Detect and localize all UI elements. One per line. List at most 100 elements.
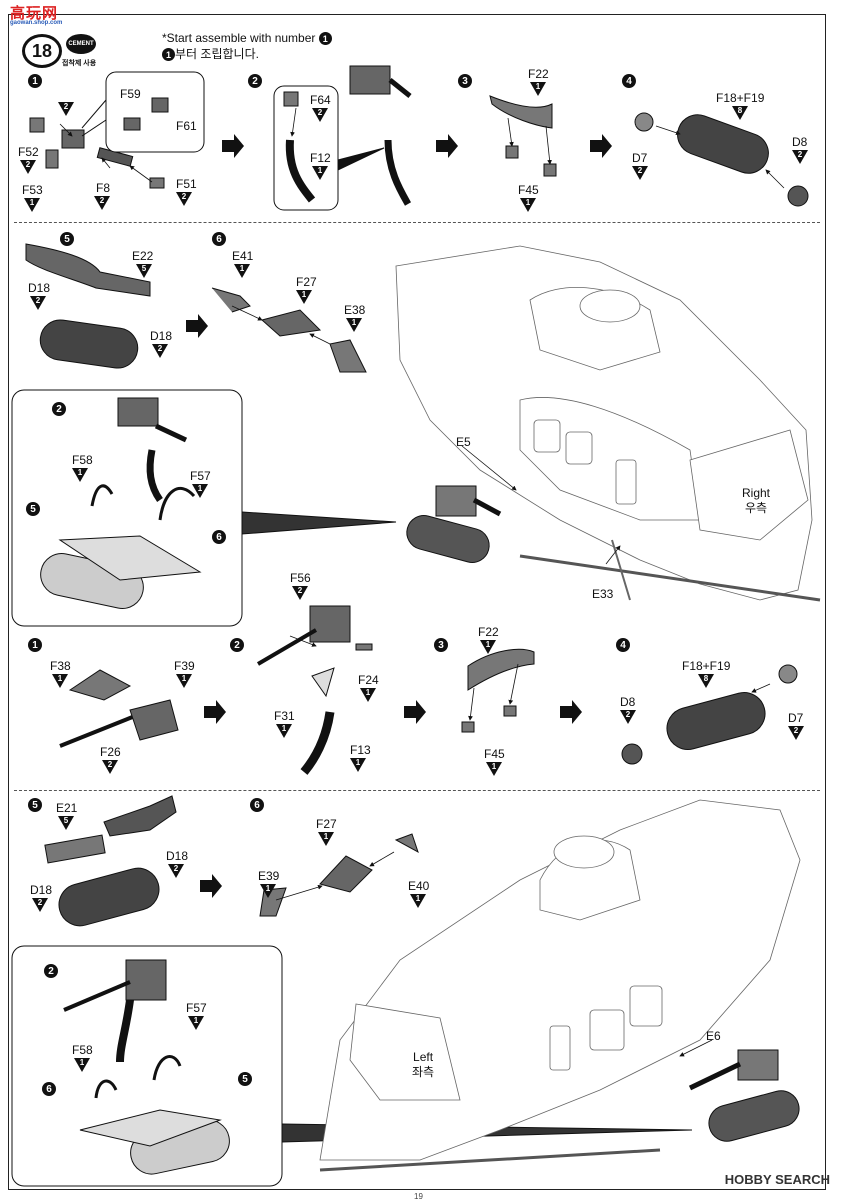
sub-ref-6-left: 6 <box>42 1082 56 1096</box>
qty-marker: 1 <box>192 484 208 498</box>
separator <box>14 790 820 791</box>
qty-marker: 2 <box>20 160 36 174</box>
part-label: D8 <box>792 135 808 149</box>
part-label: F24 <box>358 673 379 687</box>
part-label: D8 <box>620 695 636 709</box>
qty-marker: 8 <box>732 106 748 120</box>
sub-ref-5-left: 5 <box>238 1072 252 1086</box>
cement-caption: 접착제 사용 <box>62 60 97 67</box>
part-label: D18 <box>30 883 53 897</box>
part-label: E21 <box>56 801 78 815</box>
part-label: F13 <box>350 743 371 757</box>
part-label: D18 <box>28 281 51 295</box>
part-label: F59 <box>120 87 141 101</box>
qty-marker: 1 <box>530 82 546 96</box>
part-label: E38 <box>344 303 366 317</box>
part-label: E41 <box>232 249 254 263</box>
part-label: F18+F19 <box>682 659 731 673</box>
part-label: F8 <box>96 181 111 195</box>
part-label: F61 <box>176 119 197 133</box>
hobbysearch-watermark: HOBBY SEARCH <box>724 1172 830 1187</box>
part-label: D7 <box>632 151 648 165</box>
qty-marker: 2 <box>94 196 110 210</box>
qty-marker: 1 <box>350 758 366 772</box>
page-number: 19 <box>414 1192 423 1201</box>
qty-marker: 1 <box>318 832 334 846</box>
page-frame <box>8 14 826 1190</box>
part-label: F45 <box>518 183 539 197</box>
part-label: F31 <box>274 709 295 723</box>
qty-marker: 2 <box>176 192 192 206</box>
part-label: E39 <box>258 869 280 883</box>
qty-marker: 2 <box>32 898 48 912</box>
qty-marker: 2 <box>292 586 308 600</box>
part-label: F45 <box>484 747 505 761</box>
qty-marker: 2 <box>632 166 648 180</box>
sub-ref-6: 6 <box>212 530 226 544</box>
part-label: F27 <box>296 275 317 289</box>
qty-marker: 2 <box>30 296 46 310</box>
part-label: F57 <box>186 1001 207 1015</box>
part-label: F51 <box>176 177 197 191</box>
part-label: F12 <box>310 151 331 165</box>
step-badge: 18 <box>22 34 62 68</box>
qty-marker: 2 <box>788 726 804 740</box>
part-label: E5 <box>456 435 471 449</box>
qty-marker: 1 <box>24 198 40 212</box>
part-label: F26 <box>100 745 121 759</box>
sub-ref-5: 5 <box>26 502 40 516</box>
qty-marker: 2 <box>792 150 808 164</box>
part-label: E33 <box>592 587 614 601</box>
part-label: F58 <box>72 453 93 467</box>
qty-marker: 1 <box>520 198 536 212</box>
part-label: F39 <box>174 659 195 673</box>
part-label: F52 <box>18 145 39 159</box>
step-4-right: 4 <box>622 74 636 88</box>
qty-marker: 1 <box>486 762 502 776</box>
part-label: D18 <box>166 849 189 863</box>
part-label: F56 <box>290 571 311 585</box>
qty-marker: 2 <box>312 108 328 122</box>
qty-marker: 2 <box>102 760 118 774</box>
part-label: D7 <box>788 711 804 725</box>
qty-marker: 5 <box>136 264 152 278</box>
step-5-right: 5 <box>60 232 74 246</box>
qty-marker: 1 <box>480 640 496 654</box>
qty-marker: 1 <box>74 1058 90 1072</box>
part-label: F22 <box>528 67 549 81</box>
qty-marker: 1 <box>296 290 312 304</box>
step-5-left: 5 <box>28 798 42 812</box>
qty-marker: 2 <box>620 710 636 724</box>
part-label: F18+F19 <box>716 91 765 105</box>
part-label: E22 <box>132 249 154 263</box>
part-label: E40 <box>408 879 430 893</box>
part-label: F22 <box>478 625 499 639</box>
part-label: F58 <box>72 1043 93 1057</box>
step-6-left: 6 <box>250 798 264 812</box>
qty-marker: 1 <box>312 166 328 180</box>
qty-marker: 2 <box>58 102 74 116</box>
sub-ref-2-left: 2 <box>44 964 58 978</box>
part-label: F64 <box>310 93 331 107</box>
part-label: F57 <box>190 469 211 483</box>
qty-marker: 1 <box>276 724 292 738</box>
sub-ref-2: 2 <box>52 402 66 416</box>
step-3-right: 3 <box>458 74 472 88</box>
qty-marker: 5 <box>58 816 74 830</box>
qty-marker: 1 <box>52 674 68 688</box>
part-label: F38 <box>50 659 71 673</box>
step-2-left: 2 <box>230 638 244 652</box>
part-label: F53 <box>22 183 43 197</box>
step-1-right: 1 <box>28 74 42 88</box>
qty-marker: 2 <box>168 864 184 878</box>
qty-marker: 1 <box>410 894 426 908</box>
step-6-right: 6 <box>212 232 226 246</box>
qty-marker: 8 <box>698 674 714 688</box>
qty-marker: 1 <box>260 884 276 898</box>
qty-marker: 1 <box>360 688 376 702</box>
part-label: F27 <box>316 817 337 831</box>
